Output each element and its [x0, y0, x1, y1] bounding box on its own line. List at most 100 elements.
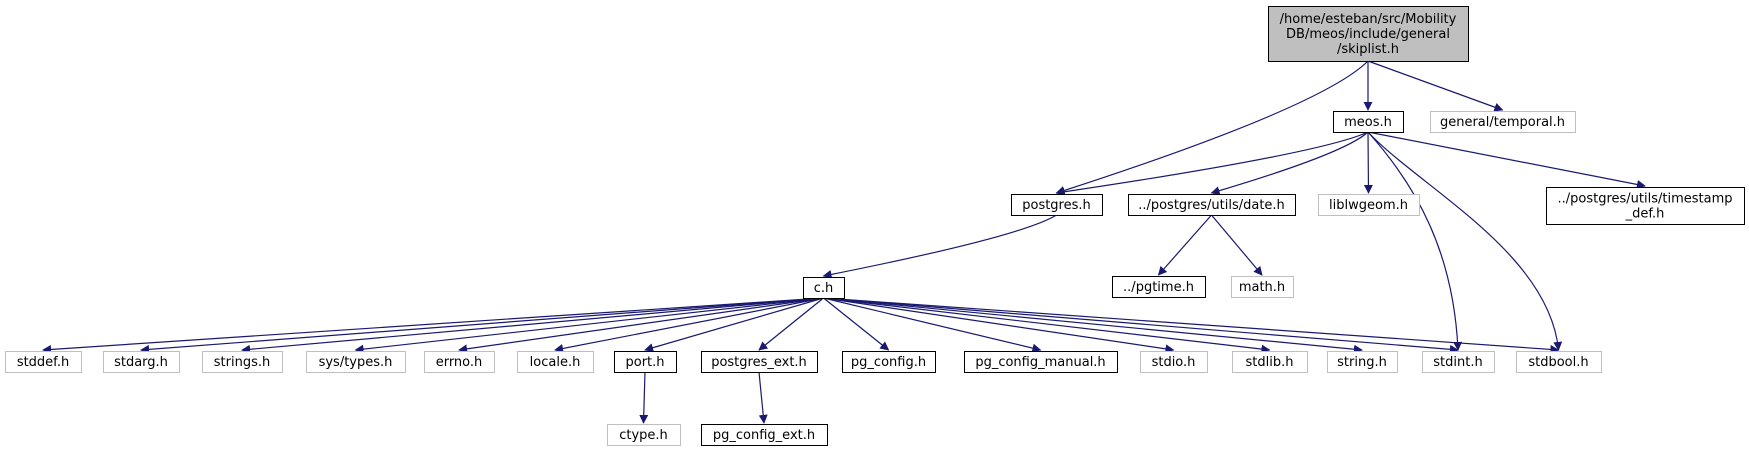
node-box-ctype: [607, 424, 681, 446]
edge-root-to-temporal: [1367, 60, 1504, 112]
node-label-strings: strings.h: [214, 355, 270, 370]
node-box-liblwgeom: [1318, 194, 1420, 216]
edge-meos-to-date: [1210, 131, 1369, 196]
node-label-errno: errno.h: [436, 355, 483, 370]
edge-ch-to-errno: [458, 297, 824, 354]
node-ctype: ctype.h: [607, 424, 681, 446]
node-stdbool: stdbool.h: [1516, 351, 1602, 373]
node-label-pgconfig: pg_config.h: [851, 355, 926, 370]
node-label-liblwgeom: liblwgeom.h: [1329, 198, 1408, 213]
node-stdarg: stdarg.h: [103, 351, 180, 373]
edge-date-to-math: [1211, 214, 1263, 276]
edge-postgres-to-ch: [822, 214, 1057, 279]
node-date[interactable]: ../postgres/utils/date.h: [1128, 194, 1296, 216]
node-box-date: [1128, 194, 1296, 216]
edge-ch-to-string: [823, 297, 1363, 354]
node-string: string.h: [1327, 351, 1398, 373]
node-box-postgres: [1011, 194, 1103, 216]
node-systypes: sys/types.h: [306, 351, 406, 373]
node-ch[interactable]: c.h: [803, 277, 845, 299]
node-meos[interactable]: meos.h: [1333, 111, 1404, 133]
node-label-meos: meos.h: [1344, 115, 1392, 130]
edge-root-to-postgres: [1055, 60, 1369, 195]
node-temporal: general/temporal.h: [1430, 111, 1576, 133]
edge-ch-to-port: [644, 297, 824, 353]
node-box-systypes: [306, 351, 406, 373]
node-stddef: stddef.h: [5, 351, 82, 373]
node-label-stdint: stdint.h: [1433, 355, 1482, 370]
node-label-ctype: ctype.h: [619, 428, 668, 443]
edge-meos-to-timestamp: [1367, 131, 1646, 189]
node-label-locale: locale.h: [530, 355, 581, 370]
node-label-port: port.h: [625, 355, 664, 370]
node-label-root-line-2: DB/meos/include/general: [1286, 27, 1450, 42]
node-box-math: [1231, 276, 1294, 298]
edge-ch-to-stdint: [823, 297, 1459, 354]
node-timestamp[interactable]: ../postgres/utils/timestamp_def.h: [1546, 187, 1745, 225]
node-box-root: [1268, 6, 1469, 62]
node-postgres[interactable]: postgres.h: [1011, 194, 1103, 216]
node-pgtime[interactable]: ../pgtime.h: [1112, 276, 1206, 298]
node-box-stdarg: [103, 351, 180, 373]
edge-ch-to-stdio: [823, 297, 1175, 354]
node-port[interactable]: port.h: [614, 351, 677, 373]
edge-meos-to-stdint: [1367, 131, 1463, 351]
node-liblwgeom: liblwgeom.h: [1318, 194, 1420, 216]
node-box-string: [1327, 351, 1398, 373]
edge-meos-to-postgres: [1055, 131, 1369, 197]
node-stdint: stdint.h: [1422, 351, 1495, 373]
edge-meos-to-liblwgeom: [1363, 131, 1373, 194]
node-label-pgconfigmanual: pg_config_manual.h: [975, 355, 1105, 370]
node-pgconfigmanual[interactable]: pg_config_manual.h: [964, 351, 1118, 373]
node-box-locale: [517, 351, 594, 373]
node-pgconfigext[interactable]: pg_config_ext.h: [701, 424, 828, 446]
edge-ch-to-stdbool: [823, 297, 1560, 354]
edge-ch-to-stdlib: [823, 297, 1271, 354]
node-label-root-line-1: /home/esteban/src/Mobility: [1280, 12, 1457, 27]
node-label-systypes: sys/types.h: [319, 355, 393, 370]
node-stdio: stdio.h: [1140, 351, 1208, 373]
node-errno: errno.h: [424, 351, 495, 373]
edges-layer: [42, 60, 1646, 424]
edge-date-to-pgtime: [1157, 214, 1212, 276]
node-box-stdlib: [1232, 351, 1308, 373]
node-box-pgtime: [1112, 276, 1206, 298]
node-box-temporal: [1430, 111, 1576, 133]
node-label-stdarg: stdarg.h: [114, 355, 168, 370]
edge-ch-to-systypes: [354, 297, 824, 354]
node-label-stdio: stdio.h: [1152, 355, 1196, 370]
node-box-stddef: [5, 351, 82, 373]
node-strings: strings.h: [202, 351, 283, 373]
node-label-timestamp-line-1: ../postgres/utils/timestamp: [1557, 192, 1732, 207]
edge-meos-to-stdbool: [1367, 131, 1563, 351]
node-math: math.h: [1231, 276, 1294, 298]
node-label-temporal: general/temporal.h: [1440, 115, 1565, 130]
edge-port-to-ctype: [639, 371, 649, 424]
node-label-ch: c.h: [814, 281, 834, 296]
node-label-stddef: stddef.h: [17, 355, 69, 370]
node-stdlib: stdlib.h: [1232, 351, 1308, 373]
edge-ch-to-locale: [554, 297, 824, 353]
node-box-pgconfigmanual: [964, 351, 1118, 373]
node-box-stdint: [1422, 351, 1495, 373]
node-pgconfig[interactable]: pg_config.h: [842, 351, 936, 373]
node-box-pgext: [701, 351, 818, 373]
node-box-meos: [1333, 111, 1404, 133]
node-box-errno: [424, 351, 495, 373]
node-pgext[interactable]: postgres_ext.h: [701, 351, 818, 373]
edge-ch-to-strings: [241, 297, 824, 354]
edge-ch-to-pgconfig: [823, 297, 890, 351]
edge-ch-to-stdarg: [140, 297, 824, 354]
node-label-root-line-3: /skiplist.h: [1337, 42, 1399, 57]
node-label-pgconfigext: pg_config_ext.h: [713, 428, 815, 443]
node-box-timestamp: [1546, 187, 1745, 225]
edge-ch-to-pgconfigmanual: [823, 297, 1042, 353]
node-label-string: string.h: [1337, 355, 1387, 370]
node-label-stdlib: stdlib.h: [1246, 355, 1294, 370]
node-label-math: math.h: [1239, 280, 1285, 295]
node-label-pgtime: ../pgtime.h: [1123, 280, 1194, 295]
node-box-pgconfigext: [701, 424, 828, 446]
node-label-date: ../postgres/utils/date.h: [1138, 198, 1285, 213]
node-label-postgres: postgres.h: [1022, 198, 1091, 213]
